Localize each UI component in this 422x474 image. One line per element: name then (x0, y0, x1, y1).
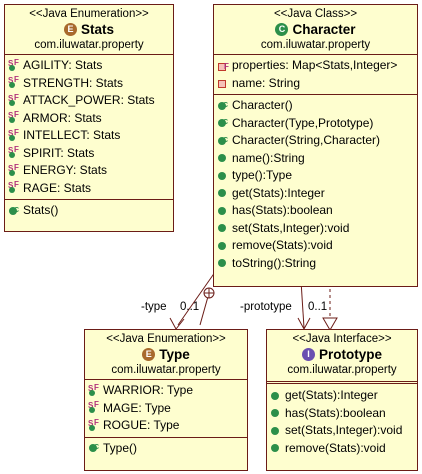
public-method-icon (217, 152, 231, 164)
method-item: name():String (214, 150, 417, 168)
method-item: remove(Stats):void (214, 237, 417, 255)
package-label: com.iluwatar.property (287, 364, 397, 376)
class-name: Character (292, 22, 356, 37)
class-name: Type (159, 347, 190, 362)
method-item: get(Stats):Integer (214, 185, 417, 203)
prototype-role-label: -prototype (240, 301, 292, 313)
private-field-icon (217, 77, 231, 89)
method-item: toString():String (214, 255, 417, 273)
public-method-icon (217, 187, 231, 199)
private-field-icon: F (217, 60, 231, 72)
interface-icon: I (301, 348, 315, 361)
method-item: get(Stats):Integer (267, 387, 417, 405)
constructor-icon: C (217, 135, 231, 147)
public-method-icon (217, 205, 231, 217)
package-label: com.iluwatar.property (260, 39, 371, 51)
stereotype-label: <<Java Enumeration>> (29, 8, 149, 20)
enum-icon: E (142, 348, 156, 361)
abstract-method-icon (270, 442, 284, 454)
constructor-icon: C (217, 100, 231, 112)
class-name: Stats (80, 22, 114, 37)
public-method-icon (217, 170, 231, 182)
abstract-method-icon (270, 425, 284, 437)
constructor-icon: C (8, 205, 22, 217)
stereotype-label: <<Java Class>> (273, 8, 358, 20)
method-item: set(Stats,Integer):void (214, 220, 417, 238)
type-multiplicity-label: 0..1 (180, 301, 200, 313)
enum-icon: E (63, 23, 77, 36)
constructor-icon: C (217, 117, 231, 129)
class-name: Prototype (318, 347, 382, 362)
stereotype-label: <<Java Interface>> (292, 333, 392, 345)
class-icon: C (275, 23, 289, 36)
method-item: has(Stats):boolean (267, 405, 417, 423)
prototype-multiplicity-label: 0..1 (308, 301, 328, 313)
field-item: name: String (214, 75, 417, 93)
method-item: type():Type (214, 167, 417, 185)
public-method-icon (217, 222, 231, 234)
method-item: remove(Stats):void (267, 440, 417, 458)
prototype-methods: get(Stats):Integer has(Stats):boolean se… (267, 381, 417, 459)
package-label: com.iluwatar.property (111, 364, 221, 376)
type-role-label: -type (141, 301, 167, 313)
public-method-icon (217, 257, 231, 269)
abstract-method-icon (270, 407, 284, 419)
package-label: com.iluwatar.property (34, 39, 144, 51)
type-containment-line (199, 292, 210, 326)
stereotype-label: <<Java Enumeration>> (106, 333, 226, 345)
realization-triangle (322, 317, 338, 331)
method-item: set(Stats,Integer):void (267, 422, 417, 440)
abstract-method-icon (270, 390, 284, 402)
public-method-icon (217, 240, 231, 252)
method-item: has(Stats):boolean (214, 202, 417, 220)
constructor-icon: C (88, 442, 102, 454)
